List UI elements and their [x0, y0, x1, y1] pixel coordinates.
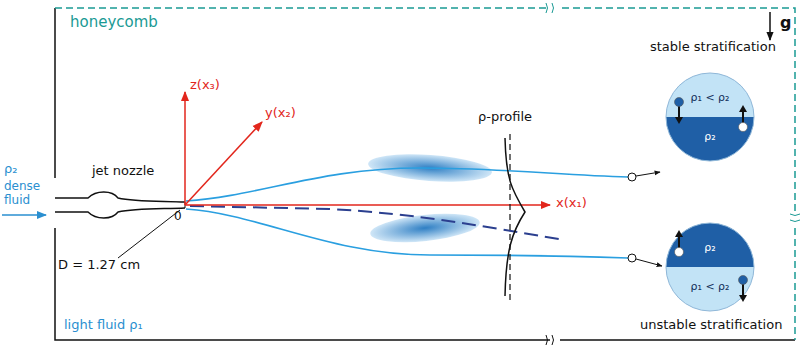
profile-label: ρ-profile [478, 110, 532, 125]
heading-label: unstable stratification [640, 318, 782, 333]
density-text: ρ₂ [704, 130, 715, 143]
heading-label: stable stratification [650, 40, 776, 55]
axis-label: y(x₂) [265, 106, 296, 121]
density-text: ρ₂ [704, 241, 715, 254]
density-text: ρ₁ < ρ₂ [691, 91, 730, 104]
circle-half: ρ₁ < ρ₂ [665, 72, 755, 117]
circle-outline [665, 72, 755, 162]
region-label: honeycomb [70, 14, 158, 31]
dimension-label: D = 1.27 cm [58, 258, 140, 273]
axis-label: x(x₁) [556, 196, 587, 211]
stratification-circle: ρ₁ < ρ₂ ρ₂ [665, 72, 755, 162]
fluid-label: light fluid ρ₁ [64, 318, 143, 333]
part-label: jet nozzle [92, 164, 154, 179]
density-text: ρ₁ < ρ₂ [691, 280, 730, 293]
stratification-circle: ρ₂ ρ₁ < ρ₂ [665, 222, 755, 312]
fluid-label: dense fluid [4, 180, 48, 208]
circle-half: ρ₁ < ρ₂ [665, 267, 755, 312]
circle-half: ρ₂ [665, 117, 755, 162]
density-label: ρ₂ [4, 162, 17, 177]
circle-outline [665, 222, 755, 312]
axis-label: z(x₃) [190, 78, 220, 93]
gravity-label: g [780, 14, 791, 32]
origin-label: 0 [174, 210, 182, 224]
circle-half: ρ₂ [665, 222, 755, 267]
